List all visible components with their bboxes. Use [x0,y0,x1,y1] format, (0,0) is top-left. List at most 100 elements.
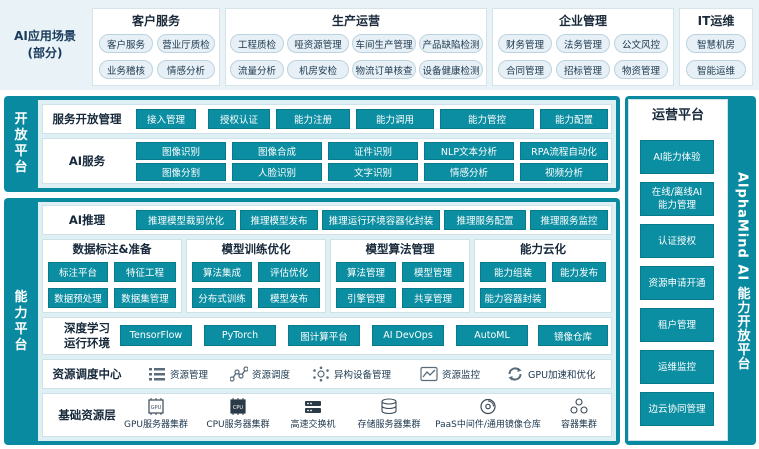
model-train-item[interactable]: 算法集成 [192,262,252,282]
ops-item-line1: 租户管理 [657,319,696,331]
model-algo-item[interactable]: 算法管理 [336,262,396,282]
resource-item[interactable]: 资源调度 [230,365,310,383]
basic-item-label: CPU服务器集群 [206,420,270,430]
scenario-item[interactable]: 营业厅质检 [157,34,215,53]
data-label-title: 数据标注&准备 [72,242,152,256]
ai-service-item[interactable]: 人脸识别 [232,163,322,181]
data-label-item[interactable]: 特征工程 [114,262,176,282]
basic-item[interactable]: GPU GPU服务器集群 [118,398,194,434]
service-mgmt-item[interactable]: 能力配置 [540,109,608,129]
scenario-item[interactable]: 智慧机房 [686,34,746,53]
data-label-item[interactable]: 数据集管理 [114,288,176,308]
dl-env-item[interactable]: 图计算平台 [288,325,360,346]
resource-item[interactable]: 资源管理 [148,365,228,383]
monitor-chart-icon [420,366,438,382]
scenario-item[interactable]: 工程质检 [230,34,284,53]
scenario-item[interactable]: 招标管理 [556,60,610,79]
ai-service-item[interactable]: NLP文本分析 [424,142,514,160]
basic-item[interactable]: PaaS中间件/通用镜像仓库 [432,398,544,434]
dl-env-title-line1: 深度学习 [64,321,110,335]
ai-inference-item[interactable]: 推理模型裁剪优化 [136,210,236,230]
ai-service-item[interactable]: 图像分割 [136,163,226,181]
ops-item[interactable]: 运维监控 [640,350,714,384]
ai-inference-item[interactable]: 推理模型发布 [240,210,318,230]
dl-env-item[interactable]: 镜像仓库 [538,325,608,346]
label-char: 放 [14,128,28,143]
label-char: 台 [14,160,28,175]
service-mgmt-item[interactable]: 接入管理 [136,109,196,129]
service-mgmt-item[interactable]: 授权认证 [208,109,270,129]
scenario-item[interactable]: 客户服务 [99,34,153,53]
model-train-item[interactable]: 模型发布 [258,288,320,308]
resource-sched-row [42,359,612,389]
basic-item[interactable]: 容器集群 [550,398,608,434]
refresh-icon [508,367,522,381]
dl-env-item[interactable]: AutoML [456,325,528,346]
cloud-item[interactable]: 能力容器封装 [480,288,546,308]
ops-item[interactable]: 认证授权 [640,224,714,258]
basic-item-label: GPU服务器集群 [124,420,188,430]
model-train-item[interactable]: 评估优化 [258,262,320,282]
cloud-title: 能力云化 [520,242,566,256]
ai-service-item[interactable]: 情感分析 [424,163,514,181]
basic-item[interactable]: CPU CPU服务器集群 [200,398,276,434]
scenario-item[interactable]: 法务管理 [556,34,610,53]
service-mgmt-item[interactable]: 能力注册 [276,109,350,129]
ops-item[interactable]: 资源申请开通 [640,266,714,300]
scenario-item[interactable]: 业务稽核 [99,60,153,79]
model-algo-item[interactable]: 共享管理 [402,288,464,308]
model-algo-item[interactable]: 模型管理 [402,262,464,282]
group-it-ops: IT运维 智慧机房 智能运维 [679,8,753,86]
ai-inference-item[interactable]: 推理运行环境容器化封装 [322,210,440,230]
ops-item[interactable]: 在线/离线AI 能力管理 [640,182,714,216]
ops-item[interactable]: AI能力体验 [640,140,714,174]
scenario-item[interactable]: 流量分析 [230,60,284,79]
ai-service-item[interactable]: 证件识别 [328,142,418,160]
ops-item[interactable]: 租户管理 [640,308,714,342]
resource-item[interactable]: 异构设备管理 [312,365,408,383]
ops-item-line1: 在线/离线AI [651,187,703,198]
open-platform-label: 开 放 平 台 [6,98,36,190]
ai-inference-item[interactable]: 推理服务监控 [530,210,608,230]
ai-service-item[interactable]: 视频分析 [520,163,608,181]
resource-item[interactable]: GPU加速和优化 [506,365,610,383]
model-algo-item[interactable]: 引擎管理 [336,288,396,308]
scenario-item[interactable]: 哑资源管理 [287,34,349,53]
scenario-item[interactable]: 合同管理 [498,60,552,79]
cloud-item[interactable]: 能力发布 [552,262,606,282]
scenario-item[interactable]: 公文风控 [614,34,668,53]
resource-item-label: 资源管理 [170,370,209,381]
scenario-item[interactable]: 财务管理 [498,34,552,53]
ops-item[interactable]: 边云协同管理 [640,392,714,426]
scenario-item[interactable]: 物流订单核查 [352,60,416,79]
service-mgmt-item[interactable]: 能力调用 [356,109,434,129]
scenario-item[interactable]: 设备健康检测 [419,60,483,79]
ai-inference-item[interactable]: 推理服务配置 [444,210,526,230]
ai-service-item[interactable]: 图像合成 [232,142,322,160]
model-train-item[interactable]: 分布式训练 [192,288,252,308]
service-mgmt-item[interactable]: 能力管控 [440,109,534,129]
group-title: 客户服务 [131,13,180,28]
scenario-item[interactable]: 车间生产管理 [352,34,416,53]
scenario-item[interactable]: 产品缺陷检测 [419,34,483,53]
ops-item-line1: 运维监控 [657,361,696,373]
scenario-item[interactable]: 情感分析 [157,60,215,79]
ops-item-line2: 能力管理 [657,200,696,211]
dl-env-item[interactable]: TensorFlow [120,325,192,346]
nodes-icon [230,366,248,382]
ai-service-item[interactable]: RPA流程自动化 [520,142,608,160]
scenario-item[interactable]: 智能运维 [686,60,746,79]
cloud-item[interactable]: 能力组装 [480,262,546,282]
data-label-item[interactable]: 标注平台 [48,262,108,282]
scenario-item[interactable]: 物资管理 [614,60,668,79]
ai-service-item[interactable]: 文字识别 [328,163,418,181]
basic-item[interactable]: 高速交换机 [280,398,346,434]
data-label-item[interactable]: 数据预处理 [48,288,108,308]
dl-env-item[interactable]: AI DevOps [372,325,444,346]
scenario-item[interactable]: 机房安检 [287,60,349,79]
resource-item[interactable]: 资源监控 [420,365,500,383]
dl-env-item[interactable]: PyTorch [204,325,276,346]
basic-item[interactable]: 存储服务器集群 [350,398,428,434]
label-char: 台 [14,337,28,353]
ai-service-item[interactable]: 图像识别 [136,142,226,160]
